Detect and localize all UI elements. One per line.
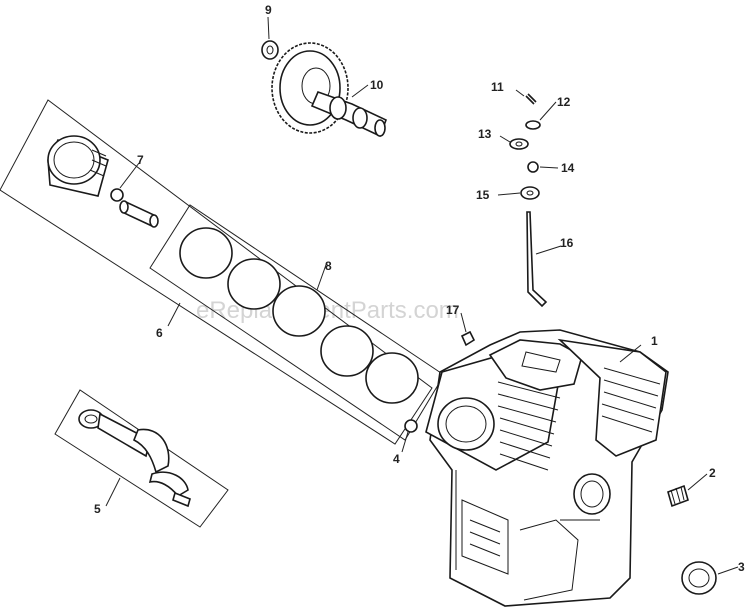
oil-seal-icon — [681, 561, 717, 595]
camshaft-gear-icon — [271, 42, 388, 138]
connecting-rod-frame — [54, 389, 229, 528]
callout-6: 6 — [156, 326, 163, 340]
connecting-rod-icon — [78, 409, 191, 508]
piston-kit-frame — [0, 99, 433, 445]
callout-3: 3 — [738, 560, 745, 574]
camshaft-washer-icon — [261, 40, 279, 60]
gasket-icon — [520, 186, 540, 200]
callout-9: 9 — [265, 3, 272, 17]
callout-13: 13 — [478, 127, 492, 141]
callout-4: 4 — [393, 452, 400, 466]
piston-icon — [47, 135, 109, 197]
callout-12: 12 — [557, 95, 571, 109]
callout-15: 15 — [476, 188, 490, 202]
callout-17: 17 — [446, 303, 460, 317]
callout-10: 10 — [370, 78, 384, 92]
callout-8: 8 — [325, 259, 332, 273]
callout-5: 5 — [94, 502, 101, 516]
callout-2: 2 — [709, 466, 716, 480]
nut-icon — [527, 161, 539, 173]
pin-icon — [525, 93, 537, 105]
callout-7: 7 — [137, 153, 144, 167]
dowel-pin-icon — [404, 419, 418, 433]
seal-icon — [525, 120, 541, 130]
fitting-icon — [667, 484, 689, 508]
piston-pin-icon — [119, 200, 159, 228]
crankcase-icon — [425, 329, 669, 607]
plug-icon — [460, 330, 476, 347]
leader-lines — [105, 16, 739, 575]
callout-1: 1 — [651, 334, 658, 348]
rod-icon — [526, 211, 548, 308]
callout-11: 11 — [491, 80, 504, 94]
piston-ring-set-icon — [179, 227, 419, 404]
callout-16: 16 — [560, 236, 574, 250]
piston-pin-retainer-icon — [110, 188, 124, 202]
washer-icon — [509, 138, 529, 150]
callout-14: 14 — [561, 161, 575, 175]
